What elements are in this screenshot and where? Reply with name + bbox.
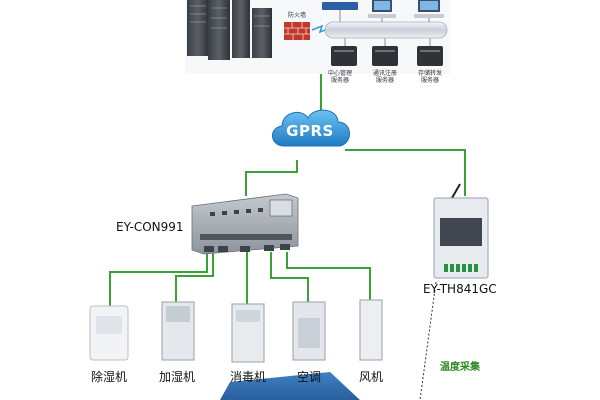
device-label: 加湿机	[158, 370, 195, 384]
sensor-caption: 温度采集	[440, 362, 480, 373]
server-label-3: 存储转发服务器	[417, 70, 442, 84]
sensor-wire	[419, 281, 437, 400]
controller-device	[191, 193, 299, 255]
connection-lines	[109, 74, 466, 306]
device-label: 除湿机	[90, 370, 127, 384]
sterilizer-icon	[231, 303, 265, 363]
firewall-label: 防火墙	[287, 12, 306, 19]
firewall-icon	[284, 22, 310, 40]
device-label: 风机	[358, 370, 383, 384]
cloud-label: GPRS	[286, 122, 334, 140]
server-label-1: 中心管理服务器	[327, 70, 352, 84]
dehumidifier-icon	[89, 305, 129, 361]
humidifier-icon	[161, 301, 195, 361]
room-floor	[220, 372, 360, 400]
server-label-2: 通讯注册服务器	[372, 70, 397, 84]
sensor-model: EY-TH841GC	[423, 282, 497, 296]
server-icon	[331, 46, 443, 66]
data-center-area	[185, 0, 450, 74]
device-label: 消毒机	[229, 370, 266, 384]
cloud-label-wrap: GPRS	[286, 122, 334, 140]
fan-icon	[359, 299, 383, 361]
controller-model: EY-CON991	[116, 220, 184, 234]
temperature-sensor-device	[433, 183, 489, 279]
air-conditioner-icon	[292, 301, 326, 361]
device-label: 空调	[296, 370, 321, 384]
network-bus	[324, 21, 448, 39]
gprs-cloud-icon	[272, 109, 350, 147]
workstation-icon	[368, 0, 444, 18]
